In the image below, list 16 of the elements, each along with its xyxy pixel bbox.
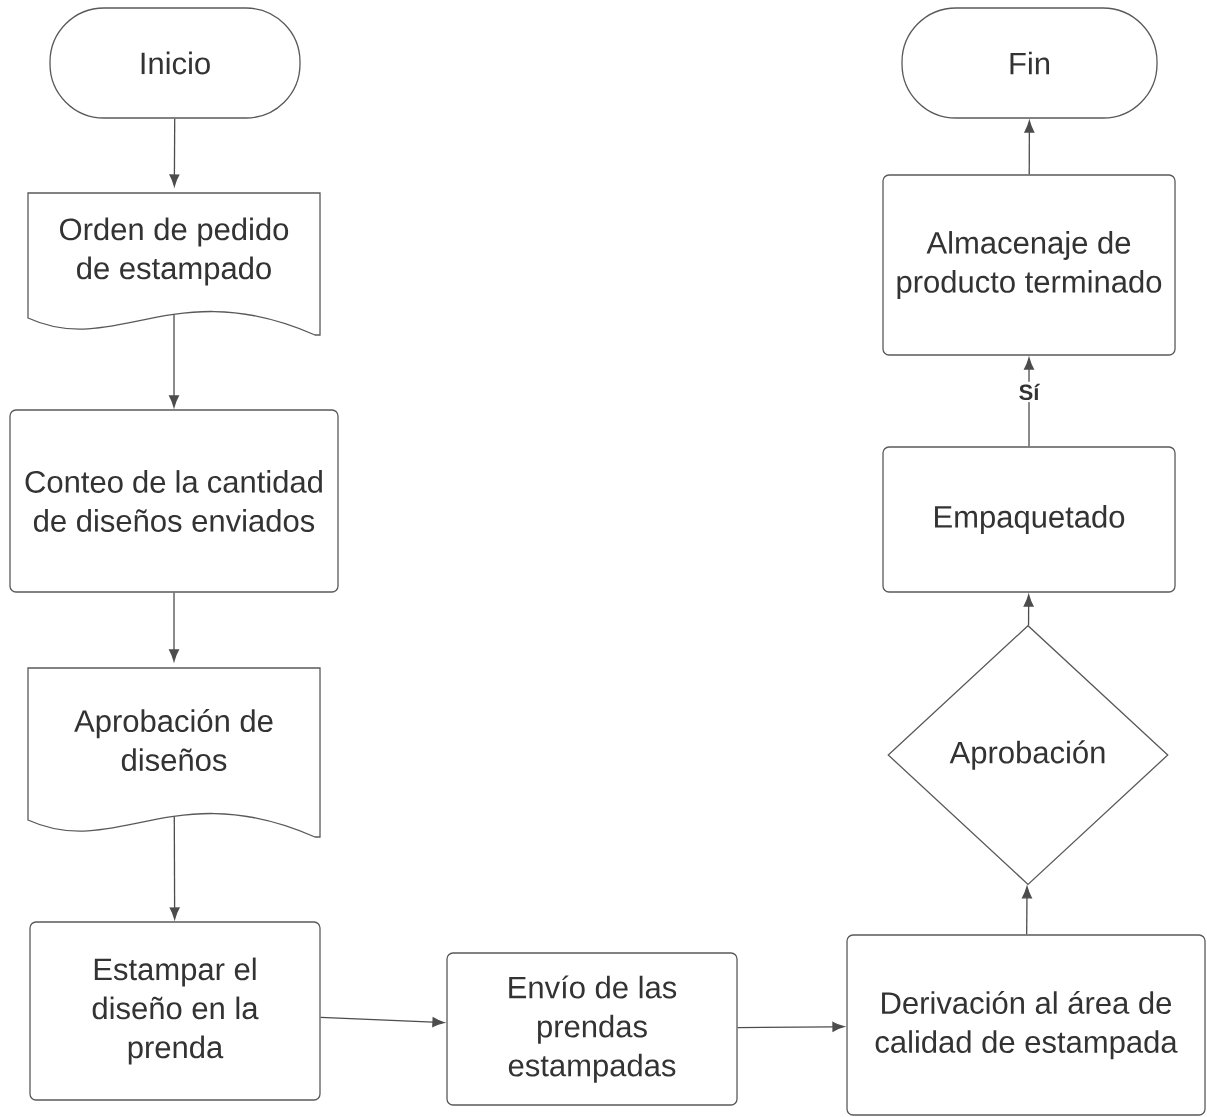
arrow [737, 1021, 845, 1032]
arrow [1021, 886, 1032, 935]
process-box: Almacenaje de producto terminado [882, 174, 1176, 356]
process-box: Conteo de la cantidad de diseños enviados [9, 409, 339, 593]
process-box: Estampar el diseño en la prenda [29, 921, 321, 1101]
arrow [169, 314, 179, 408]
edge-label: Sí [1016, 381, 1042, 403]
arrow [1023, 594, 1034, 626]
arrow [320, 1016, 445, 1028]
arrow [169, 592, 179, 662]
arrow [169, 816, 180, 920]
arrow [1024, 120, 1035, 175]
arrow [169, 118, 180, 187]
process-box: Empaquetado [882, 446, 1176, 593]
process-box: Derivación al área de calidad de estampada [846, 934, 1206, 1116]
process-box: Envío de las prendas estampadas [446, 952, 738, 1106]
